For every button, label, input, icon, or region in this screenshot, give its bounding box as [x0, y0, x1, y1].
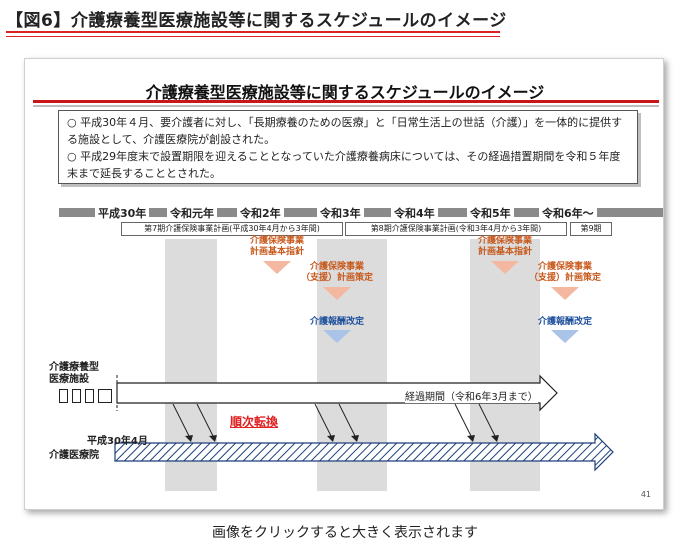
down-arrow-icon	[263, 261, 291, 274]
arrowhead	[185, 435, 193, 442]
year-label: 令和4年	[391, 205, 438, 221]
note-item: ○ 平成30年４月、要介護者に対し、「長期療養のための医療」と「日常生活上の世話…	[67, 116, 623, 146]
conversion-arrow	[196, 403, 216, 441]
down-arrow-icon	[551, 287, 579, 300]
event-planning: 介護保険事業 （支援）計画策定	[300, 262, 373, 283]
event-guideline: 介護保険事業 計画基本指針	[249, 236, 304, 257]
hospital-arrow	[114, 432, 614, 472]
facility-label: 介護療養型 医療施設	[49, 362, 99, 385]
schedule-slide-image[interactable]: 介護療養型医療施設等に関するスケジュールのイメージ ○ 平成30年４月、要介護者…	[24, 58, 664, 510]
down-arrow-icon	[551, 330, 579, 343]
sequential-conversion-label: 順次転換	[230, 415, 279, 429]
year-label: 令和5年	[467, 205, 514, 221]
year-band: 平成30年 令和元年 令和2年 令和3年 令和4年 令和5年 令和6年～	[59, 205, 663, 221]
facility-bed-icon	[85, 389, 94, 403]
figure-title: 【図6】介護療養型医療施設等に関するスケジュールのイメージ	[6, 11, 507, 31]
note-item: ○ 平成29年度末で設置期限を迎えることとなっていた介護療養病床については、その…	[67, 150, 621, 180]
year-label: 令和元年	[167, 205, 217, 221]
arrow-layer	[114, 374, 614, 472]
year-label: 令和6年～	[539, 205, 597, 221]
arrowhead	[327, 435, 335, 442]
conversion-arrow	[478, 403, 498, 441]
facility-bed-icon	[59, 389, 68, 403]
conversion-arrow	[338, 403, 358, 441]
figure-title-rule-thin	[6, 36, 500, 37]
plan-8th-box: 第8期介護保険事業計画(令和3年4月から3年間)	[345, 222, 567, 236]
page-number: 41	[640, 490, 651, 499]
arrowhead	[209, 435, 217, 442]
event-fee-revision: 介護報酬改定	[309, 317, 364, 327]
slide-title-red-rule	[33, 100, 659, 103]
arrowhead	[351, 435, 359, 442]
year-label: 令和3年	[317, 205, 364, 221]
plan-7th-box: 第7期介護保険事業計画(平成30年4月から3年間)	[121, 222, 343, 236]
image-caption-link[interactable]: 画像をクリックすると大きく表示されます	[212, 525, 478, 541]
down-arrow-icon	[491, 261, 519, 274]
conversion-arrow	[454, 403, 474, 441]
plan-9th-box: 第9期	[570, 222, 612, 236]
figure-title-rule	[6, 31, 500, 33]
slide-title-gray-rule	[33, 105, 659, 107]
facility-bed-icon	[98, 389, 112, 403]
arrowhead	[467, 435, 475, 442]
start-date-label: 平成30年4月	[87, 436, 148, 447]
conversion-arrow	[314, 403, 334, 441]
year-label: 令和2年	[237, 205, 284, 221]
conversion-arrow	[172, 403, 192, 441]
event-guideline: 介護保険事業 計画基本指針	[477, 236, 532, 257]
facility-bed-icon	[72, 389, 81, 403]
slide-title: 介護療養型医療施設等に関するスケジュールのイメージ	[145, 83, 545, 102]
arrowhead	[491, 435, 499, 442]
transition-period-label: 経過期間（令和6年3月まで）	[405, 388, 538, 403]
year-label: 平成30年	[95, 205, 150, 221]
care-hospital-label: 介護医療院	[49, 450, 99, 461]
event-planning: 介護保険事業 （支援）計画策定	[528, 262, 601, 283]
down-arrow-icon	[323, 287, 351, 300]
summary-note-box: ○ 平成30年４月、要介護者に対し、「長期療養のための医療」と「日常生活上の世話…	[58, 110, 638, 184]
event-fee-revision: 介護報酬改定	[537, 317, 592, 327]
down-arrow-icon	[323, 330, 351, 343]
